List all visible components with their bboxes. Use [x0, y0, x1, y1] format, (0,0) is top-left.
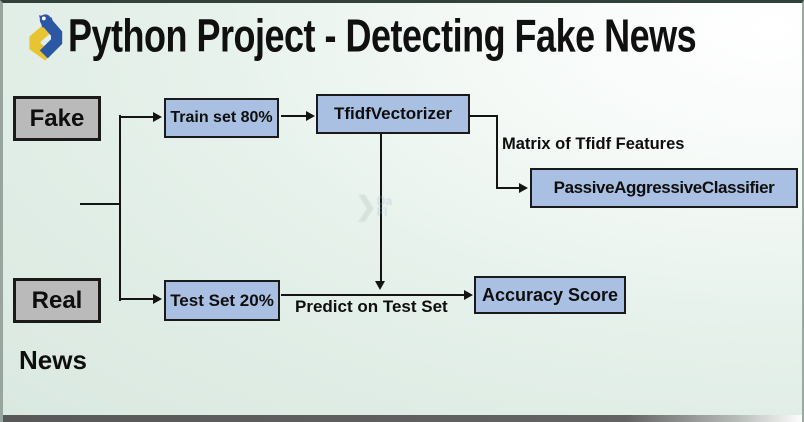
node-train-set: Train set 80%: [164, 98, 279, 138]
watermark: ❯ Da Fl: [355, 191, 392, 222]
label-news: News: [19, 345, 87, 375]
header: Python Project - Detecting Fake News: [15, 7, 697, 65]
edge-input-stub: [80, 203, 121, 205]
edge-test-to-accuracy: [281, 294, 465, 296]
edge-split-vertical: [119, 115, 121, 301]
node-accuracy-score: Accuracy Score: [474, 276, 626, 314]
arrowhead-to-test-set: [153, 294, 162, 304]
label-matrix-of-tfidf-features: Matrix of Tfidf Features: [502, 135, 685, 153]
arrowhead-to-accuracy: [464, 290, 473, 300]
node-passive-aggressive-classifier: PassiveAggressiveClassifier: [530, 168, 798, 208]
edge-to-test-set: [120, 298, 154, 300]
arrowhead-to-train-set: [153, 112, 162, 122]
bottom-frame: [3, 415, 802, 422]
edge-tfidf-right-h: [470, 115, 498, 117]
arrowhead-tfidf-down: [375, 281, 385, 290]
label-predict-on-test-set: Predict on Test Set: [295, 297, 448, 316]
node-test-set: Test Set 20%: [164, 280, 280, 321]
edge-to-train-set: [120, 116, 154, 118]
edge-train-to-tfidf: [281, 115, 307, 117]
edge-tfidf-down: [380, 134, 382, 282]
node-real: Real: [13, 278, 101, 323]
watermark-line2: Fl: [376, 204, 388, 219]
watermark-chevron-icon: ❯: [355, 191, 377, 221]
python-logo-icon: [29, 14, 63, 61]
arrowhead-train-to-tfidf: [306, 111, 315, 121]
node-fake: Fake: [13, 96, 101, 141]
edge-to-classifier: [496, 187, 520, 189]
arrowhead-to-classifier: [519, 183, 528, 193]
page-title: Python Project - Detecting Fake News: [68, 8, 697, 62]
node-tfidf-vectorizer: TfidfVectorizer: [316, 94, 470, 134]
edge-tfidf-right-v: [496, 115, 498, 189]
